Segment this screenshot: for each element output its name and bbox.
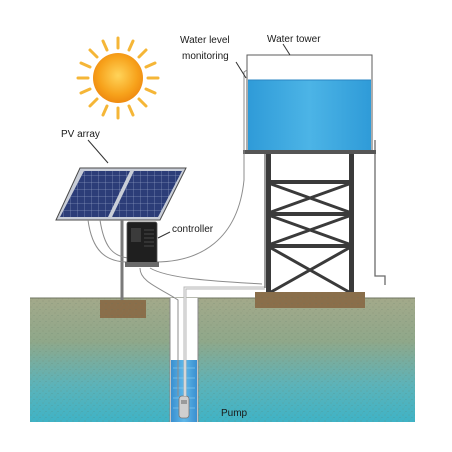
controller-vents <box>144 229 154 247</box>
leader-lines <box>87 43 291 239</box>
leader-pv-array <box>87 139 109 164</box>
leader-water-level <box>235 61 247 79</box>
panel-cells-right <box>112 171 182 217</box>
panel-base-texture <box>100 300 146 318</box>
tank-water <box>248 80 371 150</box>
water-tower-icon <box>243 54 376 308</box>
tower-brace-2 <box>266 212 354 216</box>
label-water-level-line2: monitoring <box>182 51 229 62</box>
leader-water-tower <box>282 43 291 56</box>
controller-box-icon <box>125 221 159 267</box>
cables <box>87 69 263 396</box>
ground-right-speckle <box>198 298 415 422</box>
cable-controller-to-riser <box>149 267 263 285</box>
leader-controller <box>157 231 171 239</box>
controller-bottom <box>125 262 159 267</box>
water-pipe-inner <box>184 287 265 396</box>
cable-panel-to-controller-1 <box>87 219 129 263</box>
ground <box>30 297 415 422</box>
label-water-tower: Water tower <box>267 34 321 45</box>
cable-controller-to-pump <box>139 267 179 396</box>
cable-controller-to-level-sensor <box>154 69 248 263</box>
pump-icon <box>178 395 190 419</box>
label-water-level-line1: Water level <box>180 35 230 46</box>
ground-left-speckle <box>30 298 170 422</box>
tower-brace-3 <box>266 244 354 248</box>
solar-panel-icon <box>55 167 187 318</box>
tower-foundation-texture <box>255 292 365 308</box>
label-pv-array: PV array <box>61 129 100 140</box>
outlet-pipe <box>374 140 386 285</box>
label-pump: Pump <box>221 408 248 419</box>
tower-leg-left <box>266 154 271 294</box>
tower-cross-bracing <box>270 182 350 294</box>
label-controller: controller <box>172 224 214 235</box>
tower-leg-right <box>349 154 354 294</box>
cable-panel-to-controller-2 <box>99 219 129 259</box>
tower-brace-1 <box>266 180 354 184</box>
tank-base-plate <box>243 150 376 154</box>
panel-cells-left <box>60 171 130 217</box>
controller-panel <box>131 228 141 242</box>
sun-icon <box>76 36 160 120</box>
